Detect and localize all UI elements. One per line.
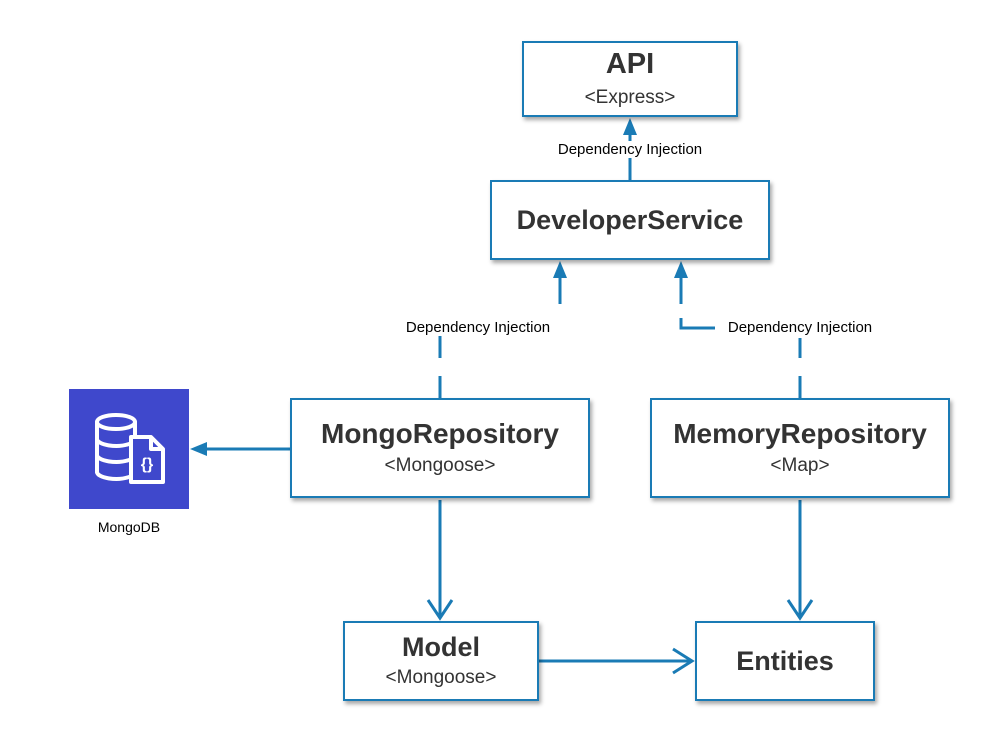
node-mongo-repository-title: MongoRepository xyxy=(321,418,559,450)
node-memory-repository[interactable]: MemoryRepository <Map> xyxy=(650,398,950,498)
node-model[interactable]: Model <Mongoose> xyxy=(343,621,539,701)
arrowhead-service-left xyxy=(553,261,567,278)
node-developer-service-title: DeveloperService xyxy=(516,204,744,235)
node-entities-title: Entities xyxy=(736,645,834,676)
arrowhead-api xyxy=(623,118,637,135)
node-mongo-repository-subtitle: <Mongoose> xyxy=(384,454,496,476)
node-model-title: Model xyxy=(402,632,480,663)
mongodb-label: MongoDB xyxy=(97,519,161,535)
svg-text:{}: {} xyxy=(141,456,153,473)
edge-label-service-to-api: Dependency Injection xyxy=(555,141,705,158)
arrowhead-service-right xyxy=(674,261,688,278)
edge-memory-elbow xyxy=(679,318,715,330)
arrowhead-entities-left xyxy=(672,647,695,675)
arrowhead-db xyxy=(190,442,207,456)
node-api[interactable]: API <Express> xyxy=(522,41,738,117)
node-api-title: API xyxy=(605,48,655,81)
node-developer-service[interactable]: DeveloperService xyxy=(490,180,770,260)
node-memory-repository-title: MemoryRepository xyxy=(673,418,927,450)
edge-label-mongo-to-service: Dependency Injection xyxy=(403,319,553,336)
database-document-icon: {} xyxy=(95,413,165,484)
node-api-subtitle: <Express> xyxy=(584,86,676,108)
arrowhead-model xyxy=(426,599,454,621)
mongodb-tile[interactable]: {} xyxy=(69,389,189,509)
node-entities[interactable]: Entities xyxy=(695,621,875,701)
node-model-subtitle: <Mongoose> xyxy=(385,666,497,688)
arrowhead-entities-top xyxy=(786,599,814,621)
edge-label-memory-to-service: Dependency Injection xyxy=(727,319,873,336)
node-memory-repository-subtitle: <Map> xyxy=(770,454,830,476)
node-mongo-repository[interactable]: MongoRepository <Mongoose> xyxy=(290,398,590,498)
